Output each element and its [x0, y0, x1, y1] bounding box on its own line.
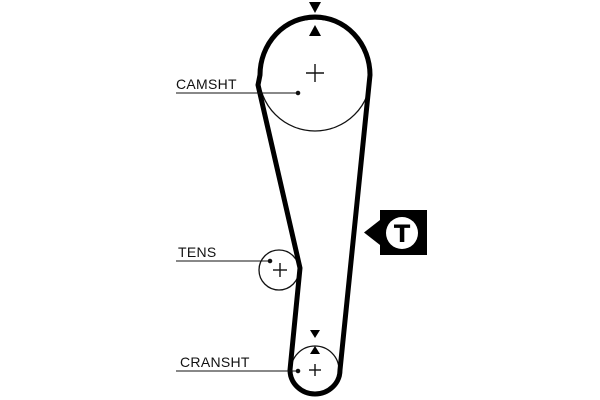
tension-side-marker: T — [364, 210, 427, 255]
tensioner-center-icon — [273, 263, 287, 277]
crankshaft-timing-mark-outer-icon — [310, 330, 320, 338]
crankshaft-label: CRANSHT — [180, 354, 250, 370]
tension-marker-arrow-icon — [364, 220, 380, 245]
tension-marker-circle — [386, 217, 418, 249]
timing-belt — [255, 14, 373, 397]
crankshaft-center-icon — [309, 364, 321, 376]
camshaft-center-icon — [306, 64, 324, 82]
tensioner-label: TENS — [178, 244, 217, 260]
crankshaft-timing-mark-inner-icon — [310, 346, 320, 354]
camshaft-timing-mark-inner-icon — [309, 25, 321, 36]
crankshaft-leader-dot — [295, 368, 301, 374]
tensioner-leader-dot — [267, 258, 273, 264]
camshaft-timing-mark-outer-icon — [309, 2, 321, 13]
camshaft-label: CAMSHT — [176, 76, 237, 92]
camshaft-leader-dot — [295, 90, 301, 96]
tension-marker-letter: T — [394, 220, 411, 248]
